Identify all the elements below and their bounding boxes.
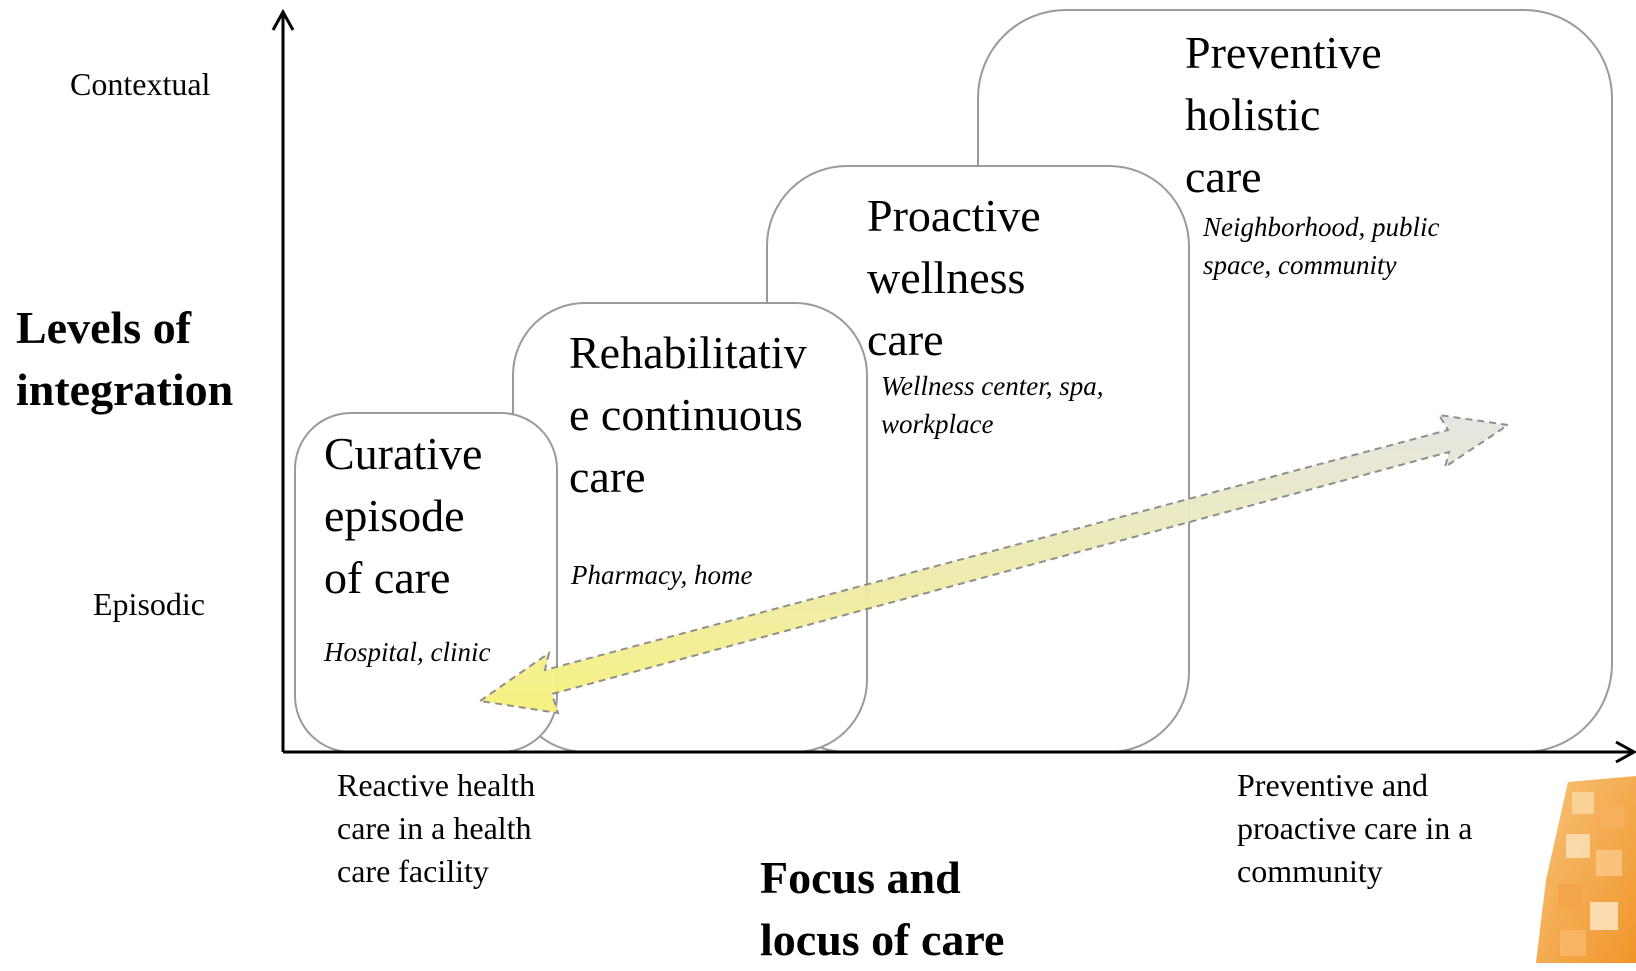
box-curative-location: Hospital, clinic bbox=[324, 637, 491, 667]
box-rehabilitative-title: Rehabilitativ e continuous care bbox=[569, 327, 807, 502]
y-axis-title: Levels of integration bbox=[16, 302, 234, 415]
box-proactive-location: Wellness center, spa, workplace bbox=[881, 371, 1104, 439]
double-headed-arrow-icon bbox=[477, 413, 1511, 715]
y-axis-arrowhead bbox=[271, 8, 295, 31]
y-axis-top-label: Contextual bbox=[70, 66, 211, 102]
x-axis-right-label: Preventive and proactive care in a commu… bbox=[1237, 767, 1473, 889]
box-curative-title: Curative episode of care bbox=[324, 428, 483, 603]
x-axis-title: Focus and locus of care bbox=[760, 852, 1005, 965]
x-axis-arrowhead bbox=[1615, 740, 1636, 764]
box-preventive-location: Neighborhood, public space, community bbox=[1203, 212, 1440, 280]
y-axis-bottom-label: Episodic bbox=[93, 586, 205, 622]
box-rehabilitative-location: Pharmacy, home bbox=[571, 560, 753, 590]
box-proactive-title: Proactive wellness care bbox=[867, 190, 1041, 365]
box-preventive-title: Preventive holistic care bbox=[1185, 27, 1382, 202]
logo-mosaic-icon bbox=[1536, 776, 1636, 963]
x-axis-left-label: Reactive health care in a health care fa… bbox=[337, 767, 536, 889]
